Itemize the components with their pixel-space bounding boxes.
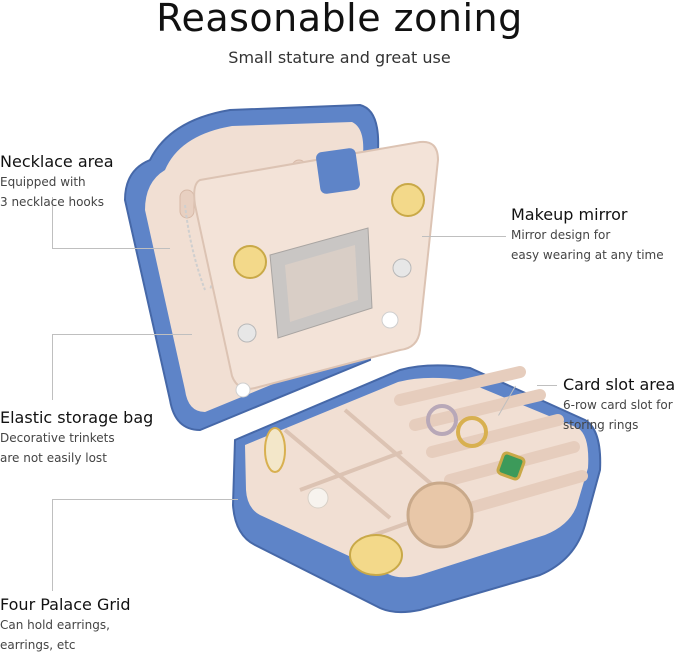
callout-card-slot-area: Card slot area 6-row card slot for stori…	[563, 375, 675, 435]
callout-desc: Mirror design for	[511, 228, 611, 242]
callout-elastic-storage-bag: Elastic storage bag Decorative trinkets …	[0, 408, 153, 468]
callout-desc: are not easily lost	[0, 451, 107, 465]
earring	[381, 311, 399, 329]
earring	[235, 382, 251, 398]
ring-roll	[409, 389, 546, 431]
pearl-earring	[349, 534, 403, 576]
callout-desc: easy wearing at any time	[511, 248, 664, 262]
page-subtitle: Small stature and great use	[228, 48, 451, 67]
mirror-connector	[422, 236, 506, 237]
page-title: Reasonable zoning	[156, 0, 523, 40]
callout-title: Four Palace Grid	[0, 595, 131, 614]
callout-desc: storing rings	[563, 418, 639, 432]
callout-desc: earrings, etc	[0, 638, 76, 652]
card-connector	[537, 385, 557, 386]
elastic-connector	[52, 334, 53, 400]
callout-title: Card slot area	[563, 375, 676, 394]
ring	[456, 416, 488, 448]
callout-makeup-mirror: Makeup mirror Mirror design for easy wea…	[511, 205, 664, 265]
ring-roll	[426, 414, 564, 458]
callout-title: Elastic storage bag	[0, 408, 154, 427]
callout-desc: 3 necklace hooks	[0, 195, 104, 209]
earring	[392, 258, 412, 278]
callout-title: Necklace area	[0, 152, 114, 171]
grid-connector	[52, 499, 238, 500]
ring-roll	[464, 470, 588, 514]
callout-four-palace-grid: Four Palace Grid Can hold earrings, earr…	[0, 595, 131, 655]
callout-desc: Can hold earrings,	[0, 618, 110, 632]
necklace-hook	[179, 189, 195, 219]
callout-desc: Decorative trinkets	[0, 431, 115, 445]
necklace-connector	[52, 197, 53, 249]
callout-title: Makeup mirror	[511, 205, 628, 224]
mirror-reflection	[285, 245, 358, 322]
gem-ring	[496, 451, 526, 481]
earring	[233, 245, 267, 279]
grid-connector	[52, 499, 53, 591]
elastic-connector	[52, 334, 192, 335]
necklace-connector	[52, 248, 170, 249]
ring	[426, 404, 458, 436]
grid-divider	[283, 408, 452, 542]
callout-desc: Equipped with	[0, 175, 86, 189]
hairpin	[264, 427, 286, 473]
callout-necklace-area: Necklace area Equipped with 3 necklace h…	[0, 152, 114, 212]
earring	[237, 323, 257, 343]
brooch	[406, 481, 474, 549]
earring	[391, 183, 425, 217]
ring-roll	[394, 366, 526, 406]
base-lining	[245, 377, 589, 578]
callout-desc: 6-row card slot for	[563, 398, 673, 412]
strap	[316, 148, 360, 194]
pearl	[307, 487, 329, 509]
